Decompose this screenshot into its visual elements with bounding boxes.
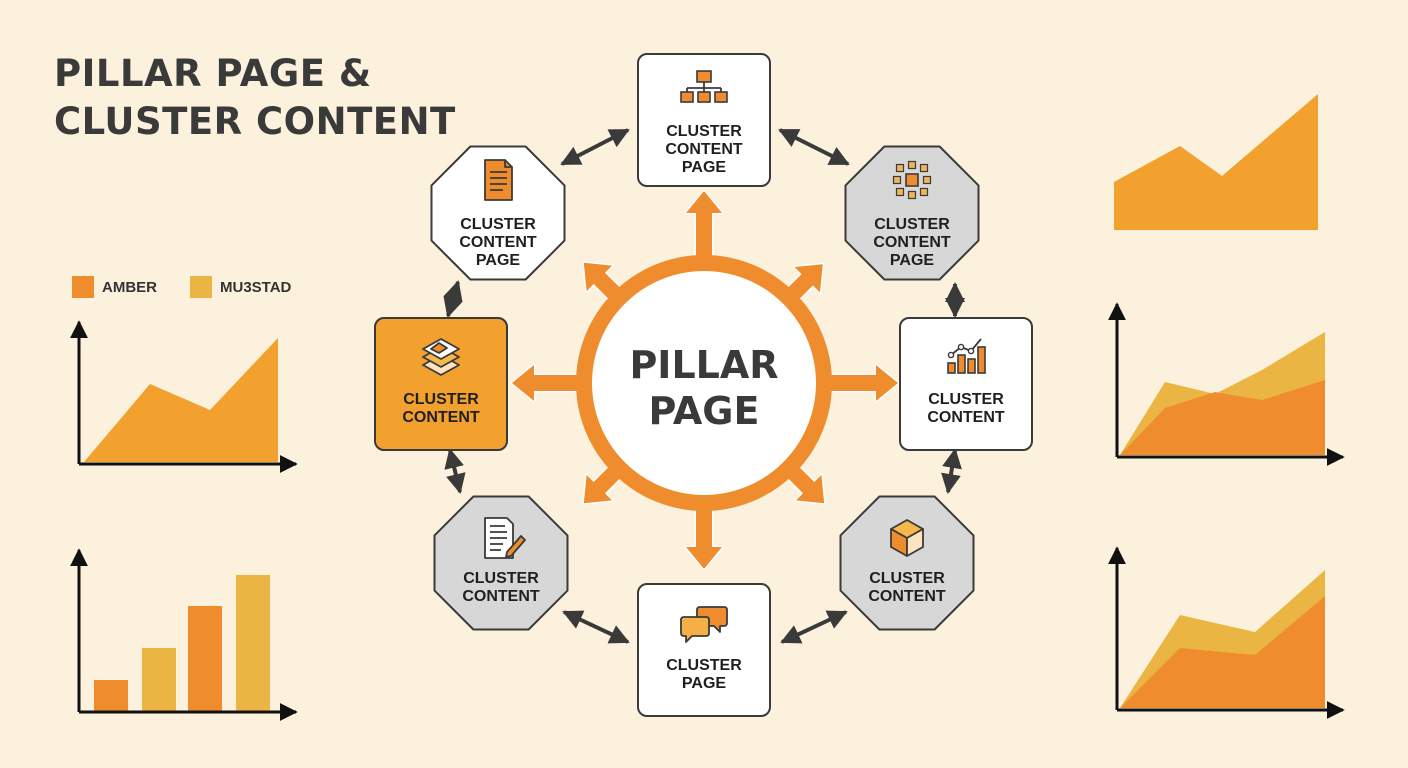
node-card [839, 495, 975, 631]
right-bottom-area-chart [1108, 546, 1345, 719]
bar-1 [94, 680, 128, 712]
node-card [637, 53, 771, 187]
right-top-area-chart [1114, 94, 1318, 230]
node-label: CONTENT [402, 409, 480, 426]
expand-icon [892, 160, 932, 200]
node-label: CONTENT [868, 588, 946, 605]
node-label: CONTENT [665, 141, 743, 158]
ring-arrow [560, 128, 630, 166]
ring-arrow [443, 280, 463, 318]
layers-icon [422, 338, 460, 376]
node-label: PAGE [476, 252, 520, 269]
left-bar-chart [70, 548, 298, 721]
area-series-left [84, 338, 278, 462]
analytics-icon [947, 338, 986, 374]
node-label: CLUSTER [928, 391, 1004, 408]
node-label: CLUSTER [666, 657, 742, 674]
node-label: PAGE [682, 675, 726, 692]
node-label: CLUSTER [403, 391, 479, 408]
left-area-chart [70, 320, 298, 473]
bar-3 [188, 606, 222, 712]
legend-label-mustard: MU3STAD [220, 279, 292, 296]
node-label: CONTENT [927, 409, 1005, 426]
area-series-amber [1120, 380, 1325, 455]
node-label: CLUSTER [874, 216, 950, 233]
node-card [430, 145, 566, 281]
pillar-page-hub: PILLAR PAGE [576, 255, 832, 511]
node-label: CLUSTER [460, 216, 536, 233]
cluster-nodes: CLUSTERCONTENTPAGECLUSTERCONTENTPAGECLUS… [374, 53, 1033, 717]
right-mid-area-chart [1108, 302, 1345, 466]
node-label: CLUSTER [666, 123, 742, 140]
legend-swatch-amber [72, 276, 94, 298]
node-card [374, 317, 508, 451]
node-label: CONTENT [873, 234, 951, 251]
title-line-1: PILLAR PAGE & [54, 52, 372, 95]
area-series-top [1114, 94, 1318, 230]
area-series-amber [1120, 596, 1325, 708]
node-card [844, 145, 980, 281]
pillar-label-line-1: PILLAR [629, 343, 778, 387]
edit-document-icon [484, 517, 526, 559]
chat-icon [680, 606, 728, 643]
cube-icon [890, 519, 924, 557]
bar-4 [236, 575, 270, 712]
node-label: PAGE [682, 159, 726, 176]
node-label: PAGE [890, 252, 934, 269]
node-label: CONTENT [462, 588, 540, 605]
title-line-2: CLUSTER CONTENT [54, 100, 456, 143]
node-label: CONTENT [459, 234, 537, 251]
ring-arrow [778, 128, 850, 166]
ring-arrow [562, 610, 630, 644]
ring-connectors [443, 128, 965, 644]
node-card [637, 583, 771, 717]
node-label: CLUSTER [869, 570, 945, 587]
legend: AMBER MU3STAD [72, 276, 292, 298]
page-title: PILLAR PAGE & CLUSTER CONTENT [54, 50, 456, 146]
bar-2 [142, 648, 176, 712]
node-card [433, 495, 569, 631]
ring-arrow [941, 448, 962, 494]
node-label: CLUSTER [463, 570, 539, 587]
hierarchy-icon [680, 70, 728, 103]
pillar-label-line-2: PAGE [649, 389, 760, 433]
node-card [899, 317, 1033, 451]
legend-swatch-mustard [190, 276, 212, 298]
ring-arrow [444, 448, 466, 494]
legend-label-amber: AMBER [102, 279, 157, 296]
ring-arrow [780, 610, 848, 644]
document-icon [484, 159, 513, 201]
pillar-ring [576, 255, 832, 511]
